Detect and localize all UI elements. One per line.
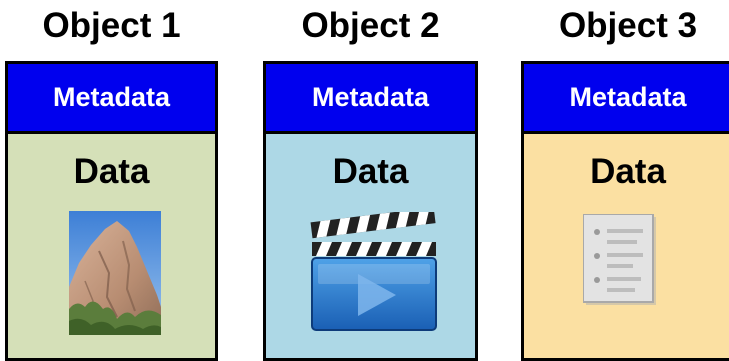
object-1-data-label: Data (73, 152, 150, 191)
object-2-metadata-band: Metadata (266, 64, 475, 134)
object-1-metadata-band: Metadata (8, 64, 215, 134)
object-1-title: Object 1 (42, 6, 181, 45)
object-3-title: Object 3 (558, 6, 698, 45)
video-clapperboard-icon (310, 212, 437, 331)
object-2-data-label: Data (332, 152, 409, 191)
object-2-card: Metadata Data (263, 61, 478, 361)
object-1-card: Metadata Data (5, 61, 218, 361)
object-3-data-label: Data (590, 152, 666, 191)
object-3-metadata-band: Metadata (524, 64, 729, 134)
object-2-title: Object 2 (301, 6, 440, 45)
document-icon (583, 214, 656, 305)
photo-icon (69, 211, 161, 335)
object-3-card: Metadata Data (521, 61, 729, 361)
